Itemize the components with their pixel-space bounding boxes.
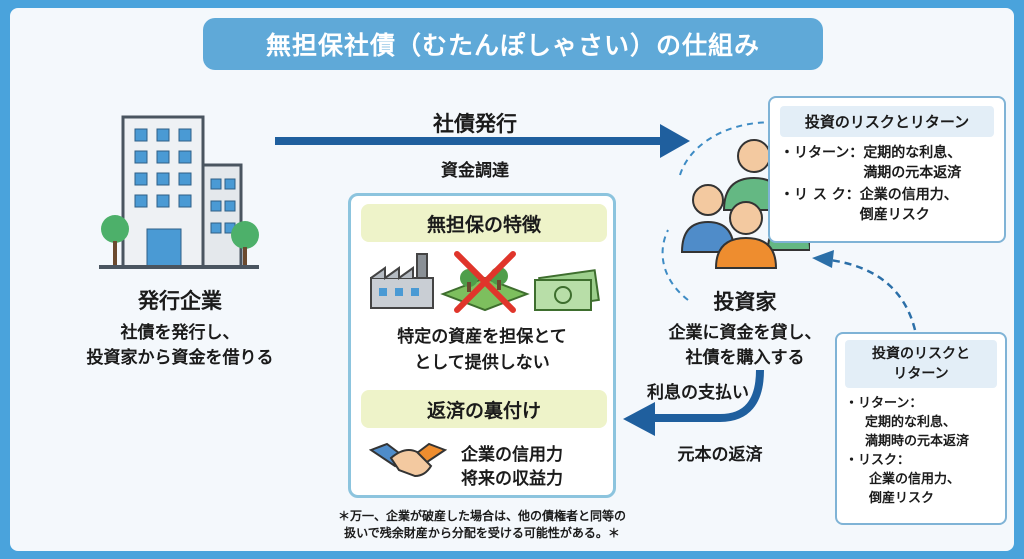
risk-box-bottom-risk-val1: 企業の信用力、 [869, 472, 961, 487]
features-text-line1: 特定の資産を担保とて [397, 327, 567, 347]
risk-box-top-risk-key: ・リ ス ク： [780, 187, 860, 203]
risk-box-top-return-key: ・リターン： [780, 145, 864, 161]
features-box: 無担保の特徴 特定の資産を担保とて として提供しない 返済の裏付け 企業の信用力… [348, 193, 616, 498]
risk-box-top-risk-val1: 企業の信用力、 [859, 187, 958, 203]
flow-funding-label: 資金調達 [441, 161, 509, 181]
risk-box-top-heading: 投資のリスクとリターン [780, 106, 994, 137]
risk-box-bottom-return-val2: 満期時の元本返済 [865, 434, 970, 449]
office-building-icon [99, 115, 259, 269]
flow-issue-label: 社債発行 [433, 112, 517, 136]
factory-icon [370, 253, 434, 309]
land-icon [440, 267, 530, 312]
issuer-label: 発行企業 [138, 289, 222, 313]
features-heading: 無担保の特徴 [361, 204, 607, 242]
issuer-desc-line1: 社債を発行し、 [120, 323, 240, 343]
diagram-title: 無担保社債（むたんぽしゃさい）の仕組み [203, 18, 823, 70]
risk-box-bottom-return-val1: 定期的な利息、 [865, 415, 957, 430]
investor-desc-line2: 社債を購入する [685, 348, 805, 368]
handshake-icon [369, 442, 447, 478]
repayment-heading: 返済の裏付け [361, 390, 607, 428]
issuer-desc-line2: 投資家から資金を借りる [86, 348, 274, 368]
cash-icon [534, 269, 600, 311]
risk-return-box-top: 投資のリスクとリターン ・リターン： 定期的な利息、 満期の元本返済 ・リ ス … [768, 96, 1006, 243]
collateral-icons [370, 251, 600, 313]
flow-interest-label: 利息の支払い [647, 383, 749, 403]
investor-desc-line1: 企業に資金を貸し、 [668, 323, 822, 343]
footnote: ＊万一、企業が破産した場合は、他の債権者と同等の 扱いで残余財産から分配を受ける… [318, 508, 646, 542]
risk-box-bottom-risk-key: ・リスク： [845, 453, 911, 468]
flow-principal-label: 元本の返済 [677, 445, 763, 465]
risk-return-box-bottom: 投資のリスクと リターン ・リターン： 定期的な利息、 満期時の元本返済 ・リス… [835, 332, 1007, 525]
risk-box-bottom-risk-val2: 倒産リスク [869, 491, 935, 506]
footnote-line1: ＊万一、企業が破産した場合は、他の債権者と同等の [337, 509, 626, 523]
risk-box-top-return-val2: 満期の元本返済 [863, 165, 962, 181]
risk-box-bottom-heading-line1: 投資のリスクと [872, 346, 970, 362]
arrow-issue [275, 124, 690, 158]
arrow-repay [623, 369, 764, 436]
risk-box-bottom-heading: 投資のリスクと リターン [845, 340, 997, 388]
repayment-text-line1: 企業の信用力 [461, 445, 563, 465]
risk-box-bottom-return-key: ・リターン： [845, 396, 923, 411]
dashed-arrow-risk [812, 250, 917, 331]
risk-box-top-risk-val2: 倒産リスク [859, 207, 930, 223]
risk-box-bottom-heading-line2: リターン [893, 366, 949, 382]
footnote-line2: 扱いで残余財産から分配を受ける可能性がある。＊ [344, 526, 620, 540]
cross-mark-icon [454, 251, 516, 313]
risk-box-top-return-val1: 定期的な利息、 [863, 145, 962, 161]
investor-label: 投資家 [713, 290, 777, 314]
repayment-text-line2: 将来の収益力 [461, 469, 563, 489]
features-text-line2: として提供しない [414, 353, 550, 373]
